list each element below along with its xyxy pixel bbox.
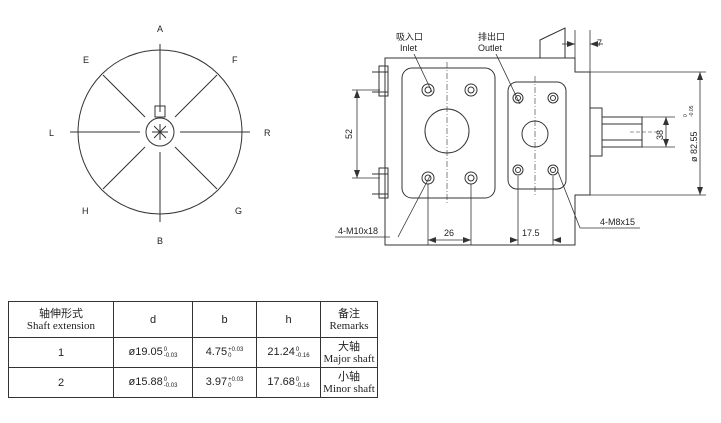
table-header-row: 轴伸形式 Shaft extension d b h 备注 Remarks <box>8 301 378 338</box>
label-e: E <box>83 55 89 65</box>
b-value: 4.75 <box>205 346 228 359</box>
d-value: ø15.88 <box>128 376 163 389</box>
dim-52: 52 <box>344 129 354 139</box>
d-tol-upper: 0 <box>163 376 168 383</box>
b-tol-lower: 0 <box>228 382 232 389</box>
shaft-key <box>154 105 166 118</box>
outlet-flange <box>507 81 567 190</box>
outlet-label-cn: 排出口 <box>478 31 505 42</box>
cell-remarks: 大轴 Major shaft <box>320 337 378 368</box>
header-remarks-en: Remarks <box>329 319 369 332</box>
axis-diagonal-ef <box>102 74 146 118</box>
row-number: 1 <box>8 337 114 368</box>
label-f: F <box>232 55 238 65</box>
dim-7: 7 <box>597 38 602 48</box>
d-tolerance: 0-0.03 <box>164 377 178 389</box>
dim-diameter-tol-upper: 0 <box>683 114 689 117</box>
remark-en: Major shaft <box>323 352 375 365</box>
dim-38: 38 <box>655 130 665 140</box>
label-g: G <box>235 206 242 216</box>
pump-drawing: A B L R E F H G <box>49 24 706 246</box>
inlet-label-cn: 吸入口 <box>396 32 423 42</box>
row-number: 2 <box>8 367 114 398</box>
header-h: h <box>256 301 321 338</box>
h-tolerance: 0-0.16 <box>296 347 310 359</box>
header-remarks-cn: 备注 <box>338 307 360 320</box>
side-view <box>372 27 660 246</box>
h-value: 21.24 <box>267 346 295 359</box>
bolt-spec-outlet: 4-M8x15 <box>600 217 635 227</box>
remark-en: Minor shaft <box>323 382 375 395</box>
d-tol-lower: -0.03 <box>163 352 178 359</box>
inlet-flange <box>401 67 496 199</box>
bolt-spec-inlet: 4-M10x18 <box>338 226 378 236</box>
dim-diameter-tol-lower: -0.05 <box>689 105 695 117</box>
d-tolerance: 0-0.03 <box>164 347 178 359</box>
h-value: 17.68 <box>267 376 295 389</box>
dim-17-5: 17.5 <box>522 228 540 238</box>
label-h: H <box>82 206 89 216</box>
inlet-label-en: Inlet <box>400 43 418 53</box>
label-b: B <box>157 236 163 246</box>
outlet-label-en: Outlet <box>478 43 503 53</box>
h-tol-upper: 0 <box>295 346 300 353</box>
header-b: b <box>192 301 257 338</box>
label-a: A <box>157 24 163 34</box>
b-tol-upper: +0.03 <box>228 376 244 383</box>
h-tol-upper: 0 <box>295 376 300 383</box>
header-d: d <box>113 301 193 338</box>
h-tol-lower: -0.16 <box>295 382 310 389</box>
label-l: L <box>49 128 54 138</box>
cell-remarks: 小轴 Minor shaft <box>320 367 378 398</box>
h-tol-lower: -0.16 <box>295 352 310 359</box>
label-r: R <box>264 128 271 138</box>
dim-26: 26 <box>444 228 454 238</box>
header-shaft-extension-en: Shaft extension <box>26 319 96 332</box>
b-tol-upper: +0.03 <box>228 346 244 353</box>
remark-cn: 小轴 <box>338 370 360 383</box>
pump-body-outline <box>384 57 591 246</box>
b-value: 3.97 <box>205 376 228 389</box>
header-remarks: 备注 Remarks <box>320 301 378 338</box>
shaft-spec-table: 轴伸形式 Shaft extension d b h 备注 Remarks 1 … <box>8 301 378 398</box>
h-tolerance: 0-0.16 <box>296 377 310 389</box>
header-shaft-extension: 轴伸形式 Shaft extension <box>8 301 114 338</box>
d-tol-upper: 0 <box>163 346 168 353</box>
d-value: ø19.05 <box>128 346 163 359</box>
header-shaft-extension-cn: 轴伸形式 <box>39 307 83 320</box>
b-tol-lower: 0 <box>228 352 232 359</box>
shaft-extension <box>589 107 603 157</box>
front-view <box>70 44 250 222</box>
remark-cn: 大轴 <box>338 340 360 353</box>
d-tol-lower: -0.03 <box>163 382 178 389</box>
shaft-circle <box>145 117 175 147</box>
dim-diameter: ø 82.55 <box>689 131 699 162</box>
